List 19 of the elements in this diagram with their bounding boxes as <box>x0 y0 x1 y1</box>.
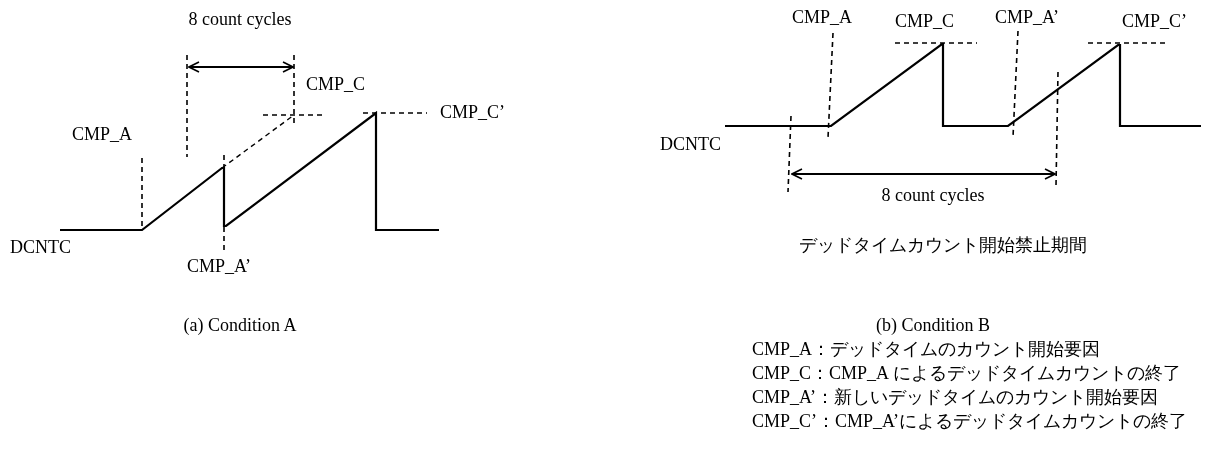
period-label: デッドタイムカウント開始禁止期間 <box>799 236 1087 256</box>
figure-caption: (a) Condition A <box>183 316 297 336</box>
signal-label: CMP_C’ <box>440 103 506 123</box>
note-text: CMP_A：デッドタイムのカウント開始要因 <box>752 340 1101 360</box>
note-text: CMP_A’：新しいデッドタイムのカウント開始要因 <box>752 388 1159 408</box>
dimension-label: 8 count cycles <box>188 10 292 30</box>
note-text: CMP_C’：CMP_A’によるデッドタイムカウントの終了 <box>752 412 1188 432</box>
signal-label: CMP_C <box>306 75 366 95</box>
signal-label: CMP_C’ <box>1122 12 1188 32</box>
signal-label: DCNTC <box>660 135 721 155</box>
signal-label: CMP_A <box>792 8 853 28</box>
dimension-label: 8 count cycles <box>881 186 985 206</box>
signal-label: CMP_A <box>72 125 133 145</box>
signal-label: CMP_A’ <box>187 257 252 277</box>
note-text: CMP_C：CMP_A によるデッドタイムカウントの終了 <box>752 364 1181 384</box>
figure-caption: (b) Condition B <box>876 316 990 336</box>
signal-label: DCNTC <box>10 238 71 258</box>
signal-label: CMP_C <box>895 12 955 32</box>
signal-label: CMP_A’ <box>995 8 1060 28</box>
